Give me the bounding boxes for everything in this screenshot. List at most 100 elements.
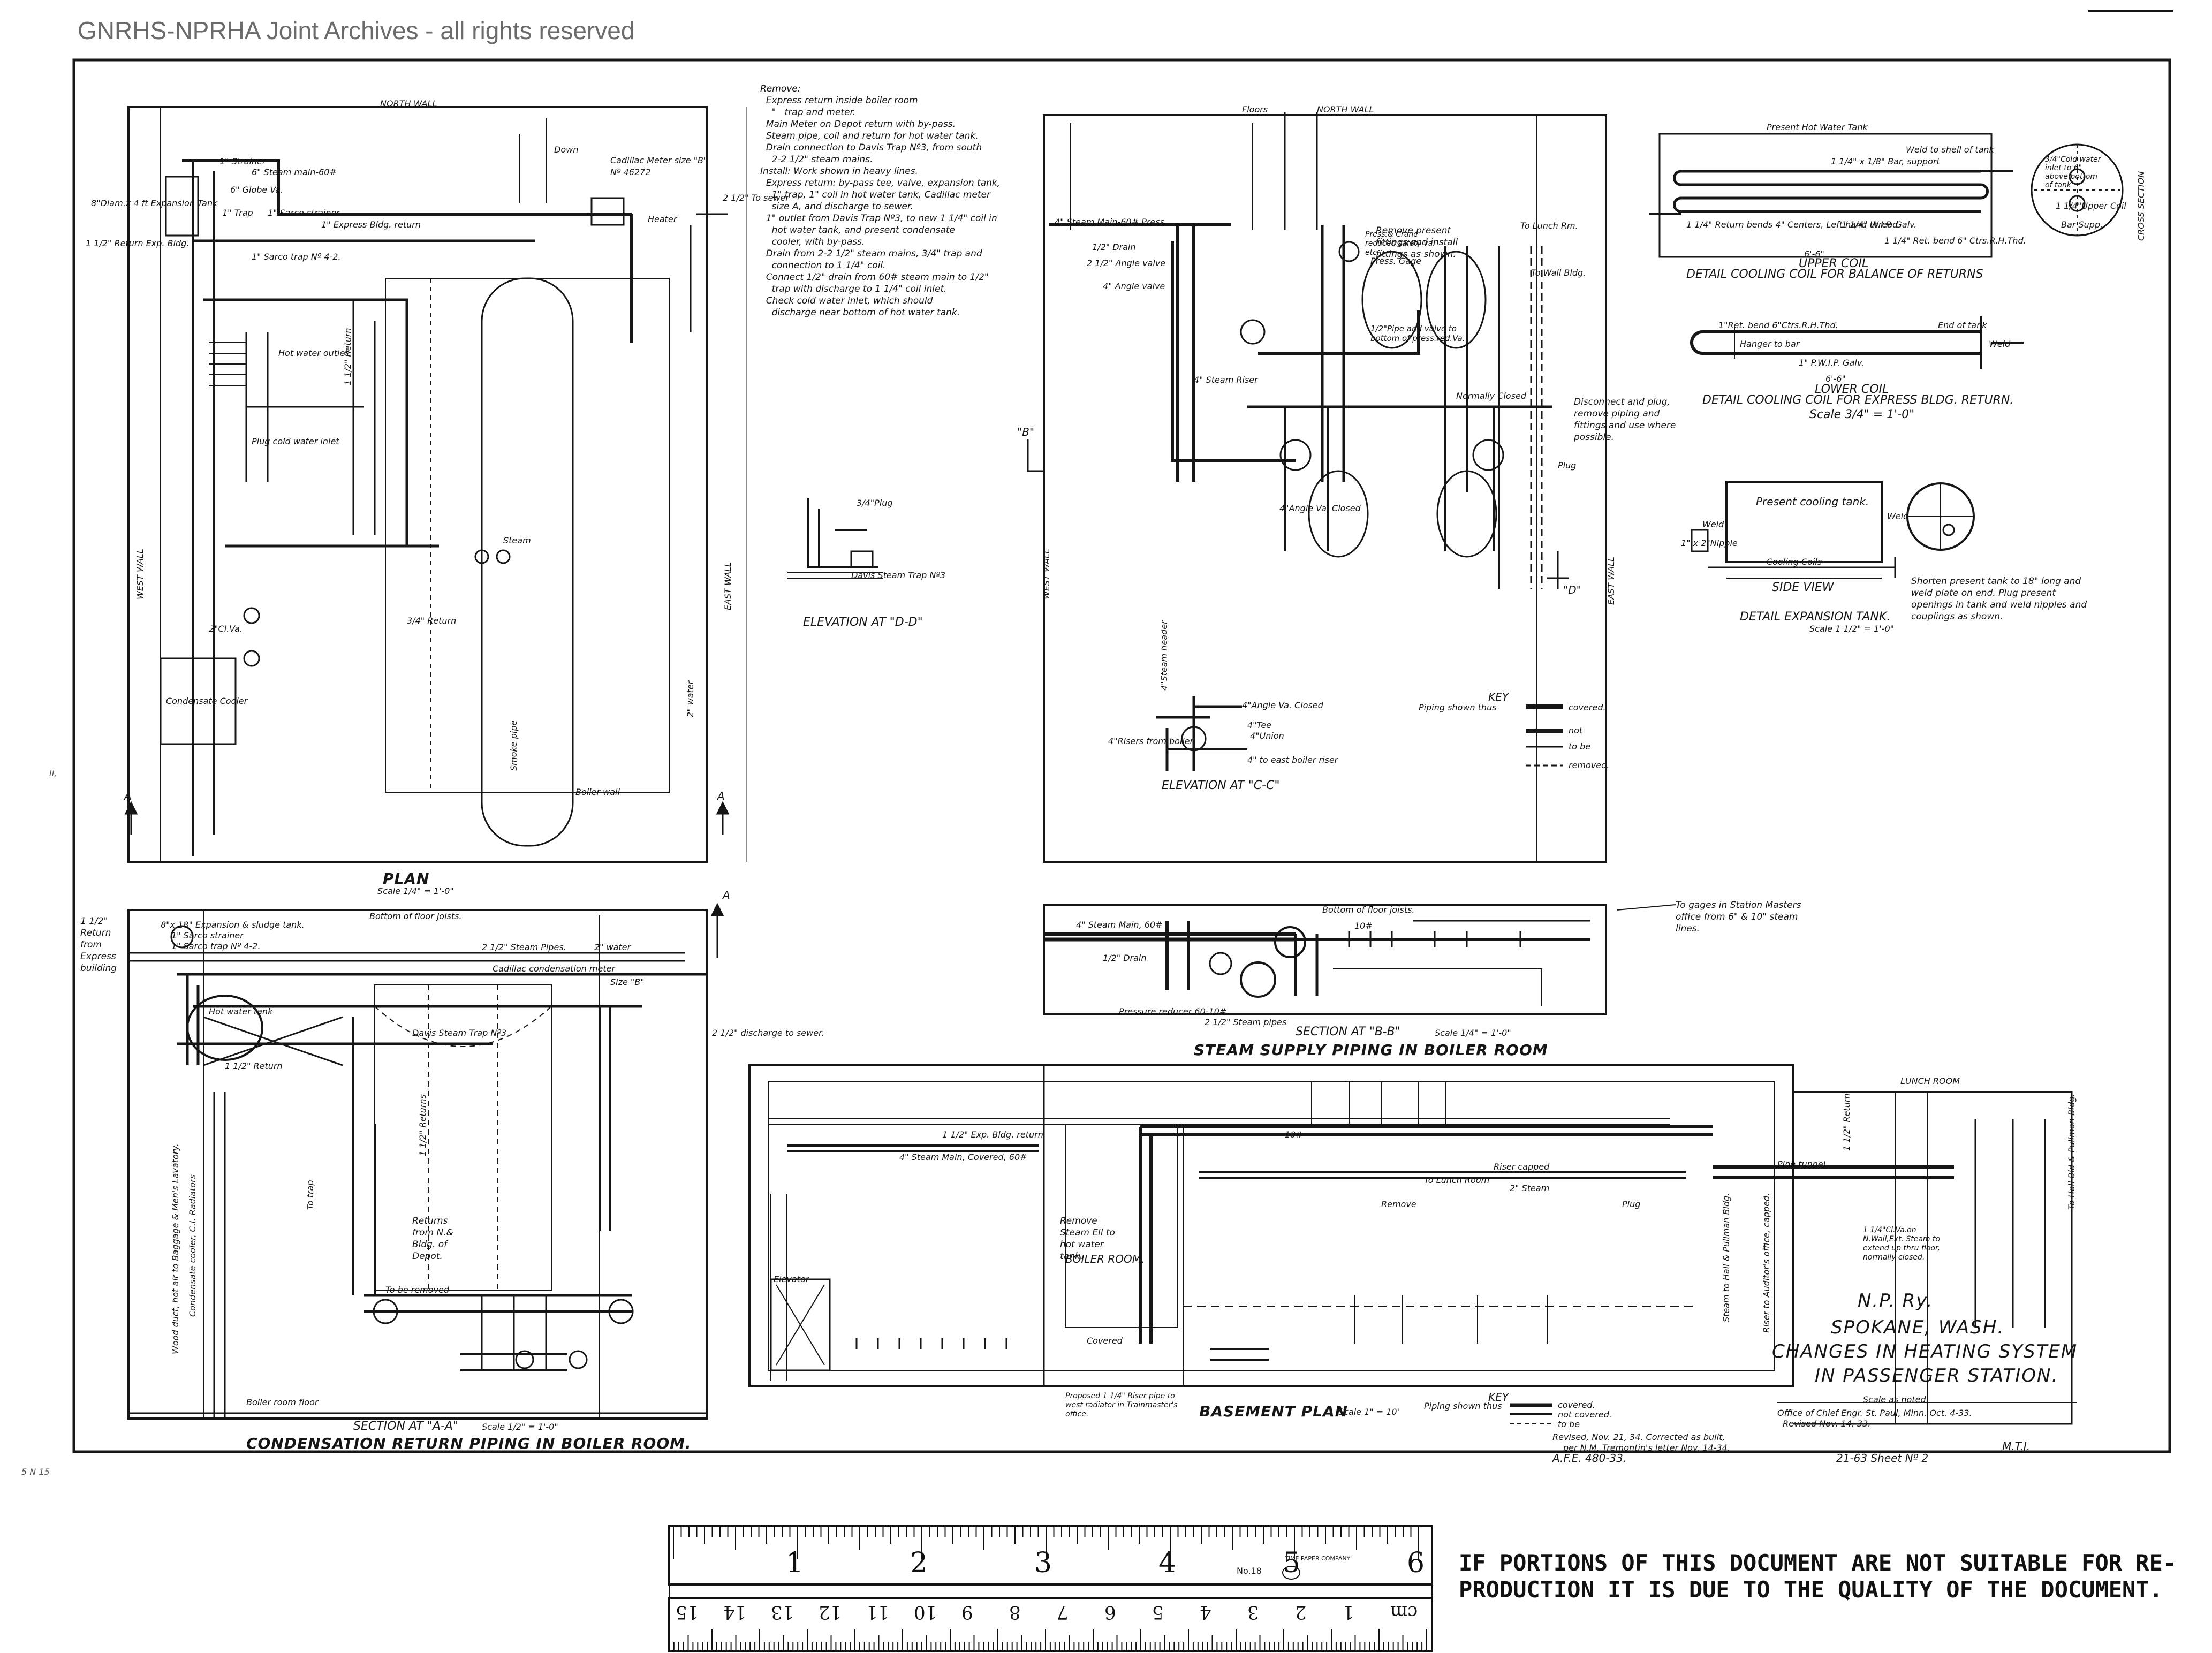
urp-steam-riser: 4" Steam Riser [1194, 375, 1258, 385]
plan-trap: 1" Trap [222, 208, 253, 218]
elevation-d-d [787, 498, 883, 579]
uc-return-bends: 1 1/4" Return bends 4" Centers, Left han… [1686, 219, 1898, 230]
uc-weld: Weld to shell of tank [1906, 145, 1994, 155]
sbb-gages: To gages in Station Masters office from … [1676, 900, 1801, 934]
ruler-number: 4 [1200, 1602, 1211, 1623]
key-bottom-row3b: to be [1558, 1419, 1580, 1429]
note-line: hot water tank, and present condensate [760, 225, 955, 236]
ruler-number: 11 [866, 1602, 890, 1623]
key-bottom-linework [1510, 1403, 1552, 1424]
note-line: size A, and discharge to sewer. [760, 201, 913, 212]
saa-cadillac: Cadillac condensation meter [493, 964, 616, 974]
lc-scale: Scale 3/4" = 1'-0" [1809, 408, 1915, 421]
urp-d-mark: "D" [1563, 583, 1581, 596]
uc-bar-support: 1 1/4" x 1/8" Bar, support [1831, 156, 1940, 166]
saa-davis-trap: Davis Steam Trap Nº3 [412, 1028, 507, 1038]
plan-condensate-cooler: Condensate Cooler [166, 696, 248, 706]
key-top-row1b: covered. [1569, 702, 1606, 712]
saa-return: 1 1/2" Return [225, 1061, 283, 1071]
uc-upper-coil-x: 1 1/4"Upper Coil [2056, 201, 2126, 211]
tb-initials: M.T.J. [2002, 1440, 2031, 1453]
elev-cc-steam-header: 4"Steam header [1159, 620, 1169, 691]
ruler-number: 13 [771, 1602, 794, 1623]
bp-riser-capped: Riser capped [1494, 1162, 1550, 1172]
urp-safety-valve: Press.& Crane reduced safety va. etc. [1365, 230, 1435, 257]
ruler-number: 2 [910, 1547, 928, 1579]
et-note: Shorten present tank to 18" long and wel… [1911, 576, 2087, 622]
sheet-border [72, 58, 2171, 1453]
bp-ten: 10# [1285, 1129, 1303, 1140]
note-line: 1" outlet from Davis Trap Nº3, to new 1 … [760, 213, 997, 224]
urp-angle-valve: 2 1/2" Angle valve [1087, 258, 1166, 268]
plan-globe-valve: 6" Globe Va. [230, 185, 284, 195]
ruler-number: 7 [1057, 1602, 1069, 1623]
ruler-number: 3 [1034, 1547, 1052, 1579]
upper-right-plan [1027, 112, 1607, 863]
notes-block: Remove: Express return inside boiler roo… [760, 83, 1000, 319]
key-top-row1: Piping shown thus [1419, 702, 1497, 712]
sbb-scale: Scale 1/4" = 1'-0" [1435, 1028, 1511, 1038]
saa-steam-pipes: 2 1/2" Steam Pipes. [482, 942, 566, 952]
note-line: 2-2 1/2" steam mains. [760, 154, 873, 165]
plan-strainer: 1" Strainer [219, 156, 266, 166]
urp-angle-valve-4: 4" Angle valve [1103, 281, 1165, 291]
ruler-number: 10 [914, 1602, 937, 1623]
note-line: Main Meter on Depot return with by-pass. [760, 119, 956, 130]
ruler-number: 8 [1009, 1602, 1021, 1623]
plan-sarco-strainer: 1" Sarco strainer [268, 208, 340, 218]
ruler-maker-logo [1282, 1566, 1300, 1580]
urp-north-wall: NORTH WALL [1317, 104, 1374, 115]
elev-cc-risers: 4"Risers from boiler [1108, 736, 1194, 746]
note-line: Steam pipe, coil and return for hot wate… [760, 131, 979, 141]
plan-title: PLAN [383, 870, 430, 888]
plan-cadillac-meter: Cadillac Meter size "B" [610, 155, 708, 165]
plan-west-wall: WEST WALL [135, 549, 145, 600]
saa-a-mark: A [723, 889, 730, 901]
plan-cold-water-inlet: Plug cold water inlet [252, 436, 339, 446]
tb-railway: N.P. Ry. [1858, 1290, 1934, 1311]
plan-smoke-pipe: Smoke pipe [509, 720, 519, 771]
sbb-pressure-reducer: Pressure reducer 60-10# [1119, 1006, 1227, 1017]
lc-weld: Weld [1989, 339, 2011, 349]
ruler-number: 14 [723, 1602, 747, 1623]
sbb-ten: 10# [1354, 921, 1373, 931]
saa-hot-water: Hot water tank [209, 1006, 273, 1017]
bp-remove-steam: Remove Steam Ell to hot water tank. [1060, 1216, 1115, 1262]
tb-line1: CHANGES IN HEATING SYSTEM [1772, 1341, 2078, 1362]
key-top-title: KEY [1488, 691, 1509, 703]
disclaimer-line2: PRODUCTION IT IS DUE TO THE QUALITY OF T… [1459, 1576, 2163, 1603]
uc-upper-coil: UPPER COIL [1799, 257, 1869, 270]
sbb-floor-joists: Bottom of floor joists. [1322, 905, 1415, 915]
saa-return-exp: 1 1/2" Return from Express building [80, 916, 117, 974]
ruler-maker: TIME PAPER COMPANY [1285, 1555, 1351, 1562]
tb-scale-note: Scale as noted. [1863, 1394, 1929, 1405]
urp-steam-main: 4" Steam Main-60# Press. [1055, 217, 1168, 227]
bp-covered: Covered [1087, 1336, 1123, 1346]
elev-cc-to-east: 4" to east boiler riser [1247, 755, 1338, 765]
key-bottom-title: KEY [1488, 1391, 1509, 1404]
saa-water: 2" water [594, 942, 631, 952]
plan-expansion-tank: 8"Diam.x 4 ft Expansion Tank [91, 198, 218, 208]
ruler-number: 12 [819, 1602, 842, 1623]
bp-boiler-room: BOILER ROOM. [1065, 1253, 1145, 1265]
margin-mark-left: Ii, [49, 768, 57, 778]
bp-exp-bldg: 1 1/2" Exp. Bldg. return [942, 1129, 1043, 1140]
plan-east-wall: EAST WALL [723, 562, 733, 610]
bp-coil-note: 1 1/4"Cl.Va.on N.Wall,Ext. Steam to exte… [1863, 1226, 1941, 1262]
uc-present-tank: Present Hot Water Tank [1767, 122, 1868, 132]
plan-heater: Heater [648, 214, 677, 224]
note-line: discharge near bottom of hot water tank. [760, 307, 960, 318]
margin-mark-left-bottom: 5 N 15 [21, 1467, 50, 1477]
plan-return-exp: 1 1/2" Return Exp. Bldg. [86, 238, 190, 248]
note-line: 1" trap, 1" coil in hot water tank, Cadi… [760, 189, 991, 200]
bp-riser-to: Riser to Auditor's office, capped. [1761, 1193, 1771, 1333]
plan-meter-no: Nº 46272 [610, 167, 651, 177]
elevation-c-c [1156, 696, 1247, 771]
saa-size-b: Size "B" [610, 977, 645, 987]
ruler-number: cm [1390, 1602, 1418, 1623]
tb-revised3: per N.M. Tremontin's letter Nov. 14-34. [1563, 1443, 1730, 1453]
note-line: Install: Work shown in heavy lines. [760, 166, 918, 177]
scale-ruler [668, 1525, 1433, 1652]
plan-to-sewer: 2 1/2" To sewer [723, 193, 789, 203]
